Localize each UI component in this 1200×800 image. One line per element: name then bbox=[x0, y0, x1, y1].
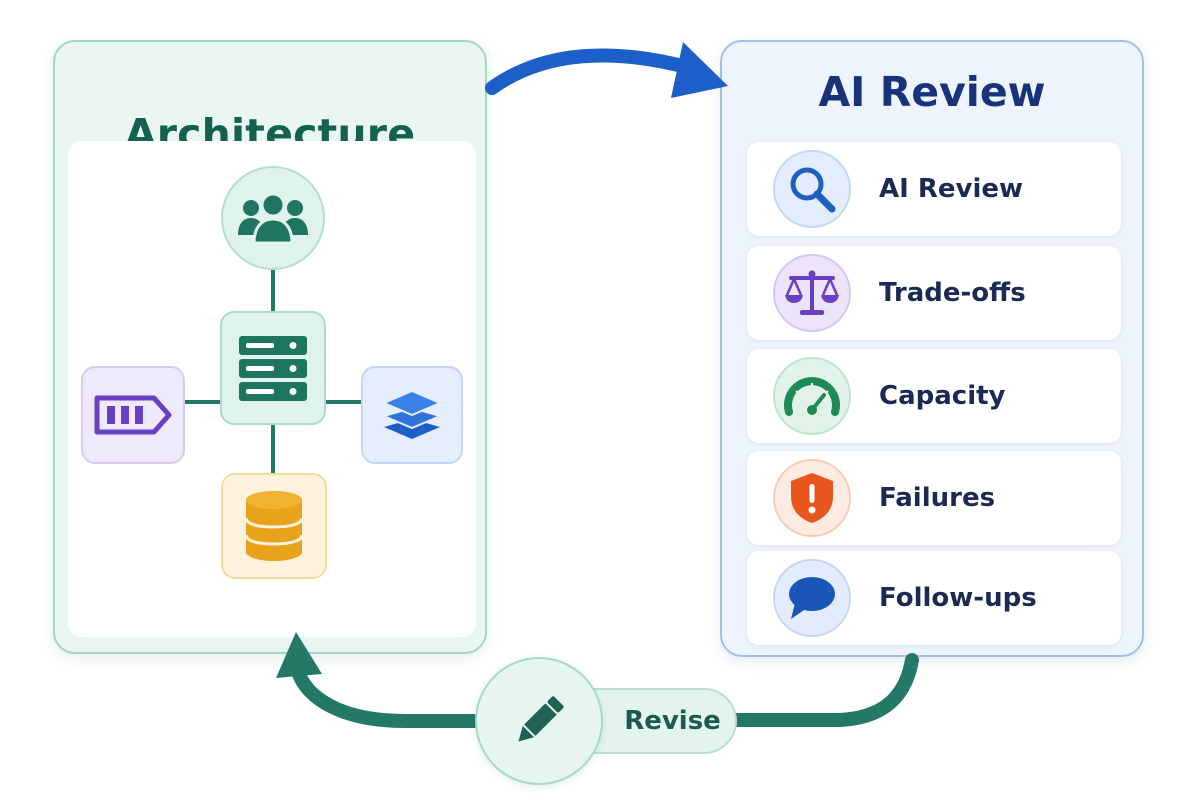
scale-icon-badge bbox=[773, 254, 851, 332]
review-item-label: Follow-ups bbox=[879, 583, 1037, 613]
connector-queue-server bbox=[185, 400, 221, 404]
review-item-capacity: Capacity bbox=[747, 349, 1121, 443]
review-item-failures: Failures bbox=[747, 451, 1121, 545]
gauge-icon bbox=[784, 377, 840, 416]
revise-label: Revise bbox=[624, 706, 721, 736]
warning-shield-icon-badge bbox=[773, 459, 851, 537]
warning-shield-icon bbox=[791, 473, 833, 523]
revise-arrow bbox=[276, 632, 919, 729]
queue-icon bbox=[94, 395, 172, 435]
forward-arrow bbox=[485, 42, 728, 98]
database-icon bbox=[244, 491, 304, 561]
review-item-trade-offs: Trade-offs bbox=[747, 246, 1121, 340]
chat-bubble-icon bbox=[789, 577, 835, 619]
search-icon bbox=[790, 167, 836, 213]
server-icon bbox=[239, 336, 307, 401]
review-item-ai-review: AI Review bbox=[747, 142, 1121, 236]
revise-badge bbox=[475, 657, 603, 785]
ai-review-title: AI Review bbox=[818, 68, 1046, 116]
search-icon-badge bbox=[773, 150, 851, 228]
database-node bbox=[221, 473, 327, 579]
pencil-icon bbox=[518, 696, 564, 742]
chat-bubble-icon-badge bbox=[773, 559, 851, 637]
connector-server-db bbox=[271, 425, 275, 474]
layers-icon bbox=[382, 389, 442, 439]
review-item-label: AI Review bbox=[879, 174, 1024, 204]
server-node bbox=[220, 311, 326, 425]
layers-node bbox=[361, 366, 463, 464]
review-item-follow-ups: Follow-ups bbox=[747, 551, 1121, 645]
queue-node bbox=[81, 366, 185, 464]
review-item-label: Trade-offs bbox=[879, 278, 1026, 308]
connector-server-stack bbox=[326, 400, 362, 404]
scale-icon bbox=[785, 270, 839, 315]
connector-users-server bbox=[271, 270, 275, 312]
users-icon bbox=[238, 192, 308, 245]
gauge-icon-badge bbox=[773, 357, 851, 435]
review-item-label: Capacity bbox=[879, 381, 1006, 411]
users-node bbox=[221, 166, 325, 270]
review-item-label: Failures bbox=[879, 483, 996, 513]
